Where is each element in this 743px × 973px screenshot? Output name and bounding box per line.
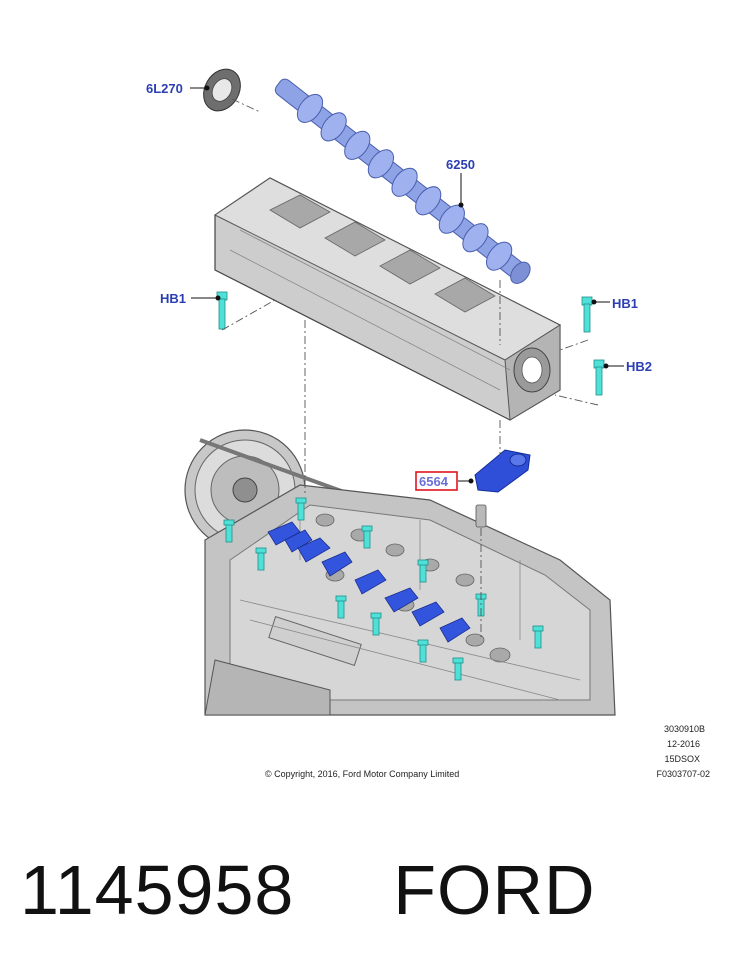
assembly-lines <box>221 98 599 640</box>
engine-block <box>184 429 616 716</box>
highlight-box <box>415 471 458 491</box>
camshaft-seal <box>203 68 241 112</box>
callout-bolt-right-bottom: HB2 <box>626 359 652 374</box>
leader-lines <box>190 85 624 484</box>
bolt-hb1-right <box>581 296 593 333</box>
rocker-arms-installed <box>267 521 471 643</box>
callout-seal: 6L270 <box>146 81 183 96</box>
catalog-caption: 1145958 FORD <box>20 855 596 925</box>
callout-bolt-right-top: HB1 <box>612 296 638 311</box>
callout-camshaft: 6250 <box>446 157 475 172</box>
camshaft <box>274 78 531 284</box>
rocker-arm-exploded <box>474 449 531 528</box>
bolt-hb2 <box>593 359 605 396</box>
copyright-notice: © Copyright, 2016, Ford Motor Company Li… <box>265 769 460 779</box>
callout-bolt-left: HB1 <box>160 291 186 306</box>
part-number: 1145958 <box>20 851 295 929</box>
brand-name: FORD <box>393 851 596 929</box>
drawing-ref-3: 15DSOX <box>664 754 700 764</box>
drawing-ref-4: F0303707-02 <box>656 769 710 779</box>
drawing-ref-1: 3030910B <box>663 724 705 734</box>
drawing-ref-2: 12-2016 <box>666 739 700 749</box>
callout-rocker-arm: 6564 <box>419 474 449 489</box>
cylinder-head <box>214 177 562 421</box>
